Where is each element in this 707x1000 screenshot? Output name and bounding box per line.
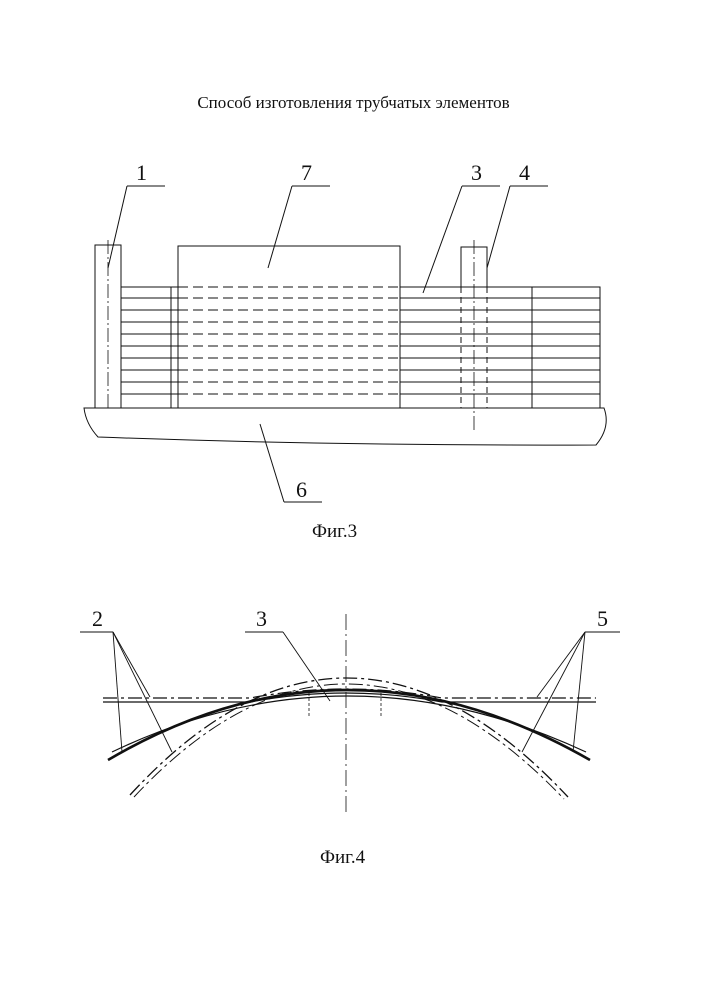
figure-3 [84,186,606,502]
label-2: 2 [92,606,103,631]
label-5: 5 [597,606,608,631]
label-3: 3 [471,160,482,185]
leader-3 [423,186,462,293]
strip-arc-inner [134,684,564,799]
label-7: 7 [301,160,312,185]
leader-7 [268,186,292,268]
leader-1 [108,186,127,268]
figure-4-labels: 2 3 5 Фиг.4 [92,606,608,868]
figure-4-caption: Фиг.4 [320,847,366,868]
label-fig4-3: 3 [256,606,267,631]
label-1: 1 [136,160,147,185]
leader-4 [487,186,510,268]
base-plate [84,408,606,445]
stack-right [400,287,600,408]
figure-4 [80,614,620,815]
label-6: 6 [296,477,307,502]
figure-3-labels: 1 7 3 4 6 Фиг.3 [136,160,530,542]
leader-6 [260,424,284,502]
block-7 [178,246,400,408]
label-4: 4 [519,160,530,185]
tube-lines [121,287,600,394]
figure-3-caption: Фиг.3 [312,521,357,542]
